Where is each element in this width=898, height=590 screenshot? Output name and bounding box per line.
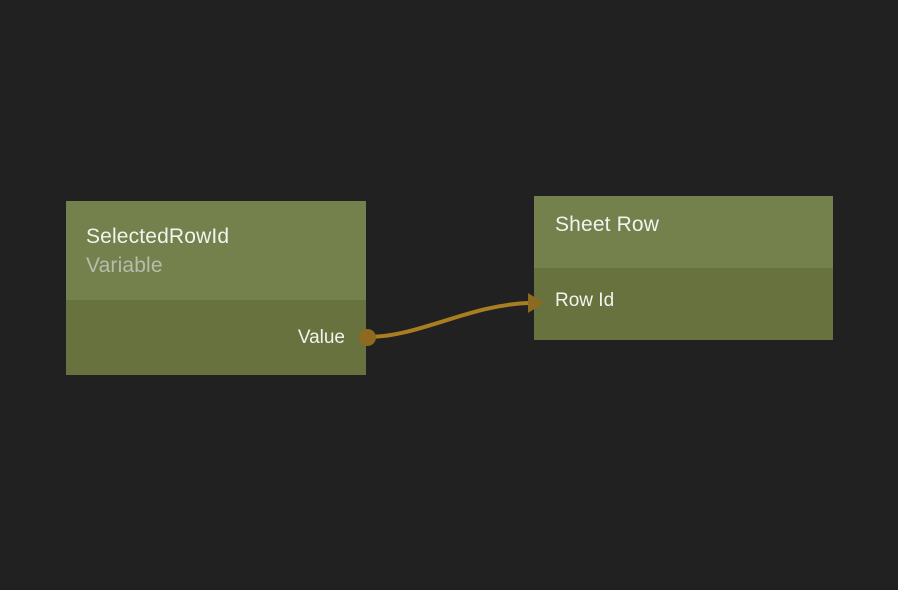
node-sheetrow-title: Sheet Row (555, 213, 660, 236)
output-port-label-value: Value (297, 326, 345, 348)
edge-value-to-rowid (365, 301, 533, 339)
input-port-arrow-rowid[interactable] (528, 293, 544, 313)
input-port-row-rowid[interactable]: Row Id (555, 268, 833, 340)
output-port-dot-value[interactable] (359, 329, 376, 346)
node-sheetrow[interactable]: Sheet Row Row Id (534, 196, 833, 340)
node-selectedrowid[interactable]: SelectedRowId Variable Value (66, 201, 366, 375)
node-selectedrowid-header[interactable]: SelectedRowId Variable (66, 201, 366, 300)
output-port-row-value[interactable]: Value (66, 300, 345, 375)
node-sheetrow-header[interactable]: Sheet Row (534, 196, 833, 268)
node-selectedrowid-body: Value (66, 300, 366, 375)
node-selectedrowid-title: SelectedRowId (86, 225, 230, 248)
node-sheetrow-body: Row Id (534, 268, 833, 340)
input-port-label-rowid: Row Id (555, 290, 615, 311)
node-selectedrowid-subtitle: Variable (86, 254, 163, 278)
